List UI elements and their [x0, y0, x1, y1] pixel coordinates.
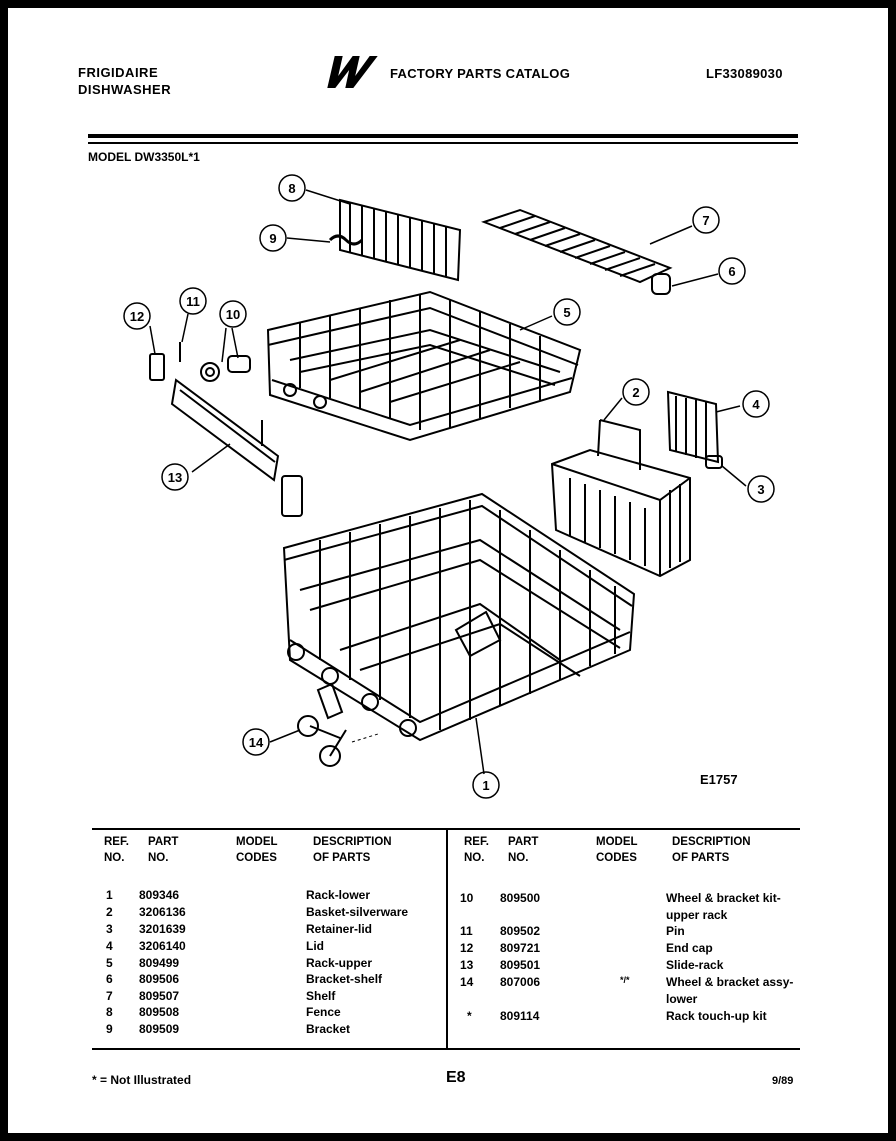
callout-label-1: 1 [482, 778, 489, 793]
catalog-title: FACTORY PARTS CATALOG [390, 66, 571, 81]
end-cap-drawing [149, 353, 165, 381]
model-number: MODEL DW3350L*1 [88, 150, 200, 164]
col-head-ref: REF. NO. [104, 836, 129, 864]
callout-7 [692, 206, 720, 234]
brand-name: FRIGIDAIRE [78, 65, 159, 80]
col-head-part-right: PART NO. [508, 836, 539, 864]
callout-label-13: 13 [168, 470, 182, 485]
callout-13 [161, 463, 189, 491]
upper-rack-drawing [266, 290, 582, 442]
lower-wheel-assembly-drawing [297, 682, 379, 767]
brand-block: FRIGIDAIRE DISHWASHER [78, 64, 171, 98]
catalog-code: LF33089030 [706, 66, 783, 81]
callout-14 [242, 728, 270, 756]
callout-6 [718, 257, 746, 285]
col-head-part: PART NO. [148, 836, 179, 864]
col-head-desc-right: DESCRIPTION OF PARTS [672, 836, 751, 864]
callout-label-11: 11 [186, 294, 200, 309]
callout-label-9: 9 [269, 231, 276, 246]
retainer-lid-drawing [705, 455, 723, 469]
callout-label-6: 6 [728, 264, 735, 279]
header-rule [88, 134, 798, 138]
callout-label-8: 8 [288, 181, 295, 196]
callout-12 [123, 302, 151, 330]
slide-rack-drawing [170, 378, 303, 517]
print-date: 9/89 [772, 1075, 794, 1087]
callout-label-4: 4 [752, 397, 760, 412]
callout-9 [259, 224, 287, 252]
callout-4 [742, 390, 770, 418]
callout-2 [622, 378, 650, 406]
callout-circles [123, 174, 775, 799]
callout-label-14: 14 [249, 735, 264, 750]
bracket-shelf-drawing [651, 273, 671, 295]
callout-label-12: 12 [130, 309, 144, 324]
lid-drawing [666, 390, 720, 464]
col-head-model-right: MODEL CODES [596, 836, 638, 864]
callout-8 [278, 174, 306, 202]
callout-label-10: 10 [226, 307, 240, 322]
col-head-ref-right: REF. NO. [464, 836, 489, 864]
callout-5 [553, 298, 581, 326]
col-head-model: MODEL CODES [236, 836, 278, 864]
wci-logo-icon [327, 56, 378, 88]
bracket-drawing [328, 234, 364, 246]
callout-1 [472, 771, 500, 799]
parts-catalog-page [8, 8, 888, 1133]
callout-label-7: 7 [702, 213, 709, 228]
fence-drawing [339, 198, 462, 282]
callout-3 [747, 475, 775, 503]
wheel-bracket-drawing [200, 355, 251, 382]
callout-11 [179, 287, 207, 315]
table-bottom-rule [92, 1048, 800, 1050]
callout-label-2: 2 [632, 385, 639, 400]
header-rule-thin [88, 142, 798, 144]
lower-rack-drawing [282, 492, 636, 742]
not-illustrated-note: * = Not Illustrated [92, 1073, 192, 1087]
callout-label-3: 3 [757, 482, 764, 497]
callout-label-5: 5 [563, 305, 570, 320]
figure-id: E1757 [700, 772, 738, 787]
col-head-desc: DESCRIPTION OF PARTS [313, 836, 392, 864]
page-number: E8 [446, 1069, 466, 1086]
product-type: DISHWASHER [78, 82, 172, 97]
table-divider [446, 828, 448, 1050]
silverware-basket-drawing [550, 419, 691, 578]
shelf-drawing [481, 208, 673, 284]
callout-10 [219, 300, 247, 328]
